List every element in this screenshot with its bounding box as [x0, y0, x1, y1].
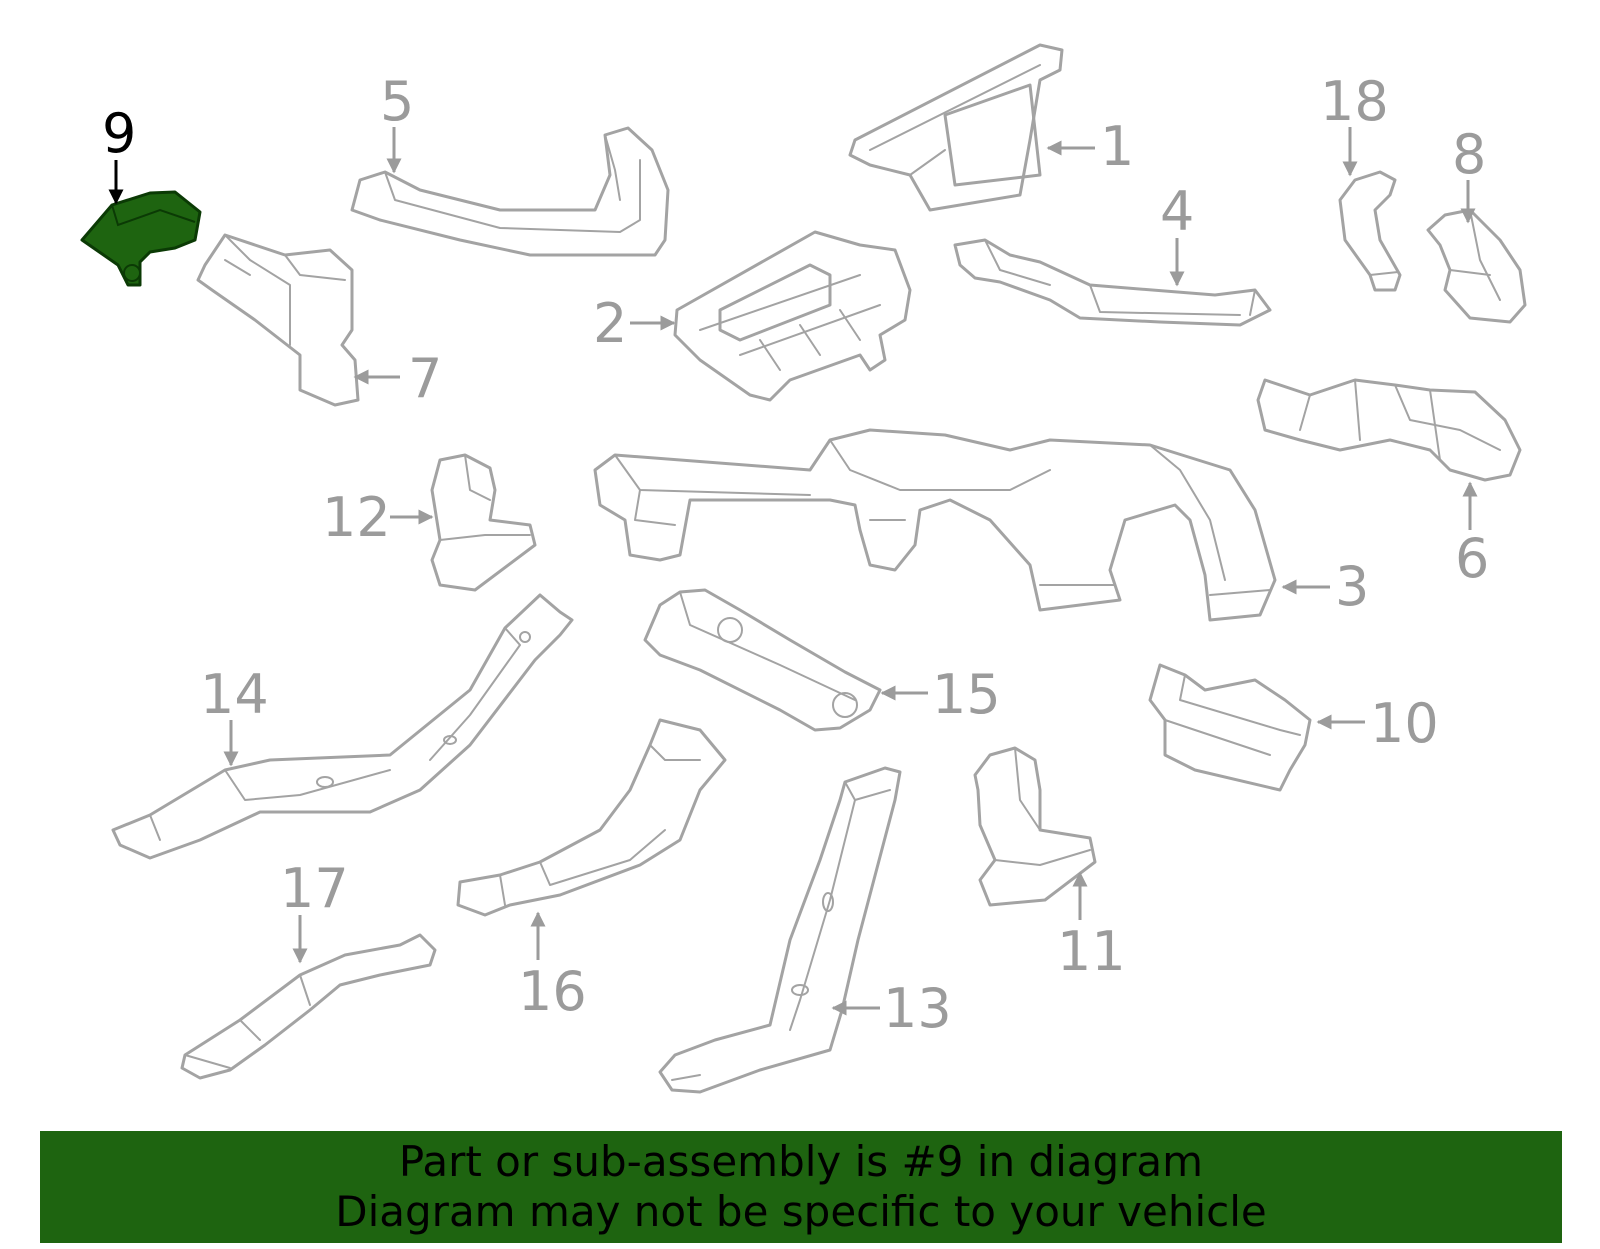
part-17-shape [180, 933, 437, 1080]
banner-line-1: Part or sub-assembly is #9 in diagram [398, 1137, 1204, 1186]
banner-line-2: Diagram may not be specific to your vehi… [335, 1187, 1267, 1236]
callout-leaders [108, 127, 1478, 1016]
callout-6: 6 [1455, 527, 1489, 590]
callout-15: 15 [932, 663, 1001, 726]
callout-8: 8 [1452, 123, 1486, 186]
part-7-shape [196, 233, 360, 407]
callout-3: 3 [1335, 555, 1369, 618]
callout-10: 10 [1370, 692, 1439, 755]
callout-16: 16 [518, 960, 587, 1023]
part-13-shape [658, 766, 902, 1094]
part-15-shape [643, 588, 882, 732]
callout-14: 14 [200, 663, 269, 726]
part-11-shape [973, 746, 1097, 907]
part-1-shape [848, 43, 1064, 212]
callout-11: 11 [1057, 920, 1126, 983]
callout-1: 1 [1100, 115, 1134, 178]
callout-9: 9 [102, 102, 136, 165]
part-4-shape [953, 238, 1272, 327]
callout-12: 12 [322, 486, 391, 549]
part-12-shape [430, 453, 537, 592]
callout-18: 18 [1320, 70, 1389, 133]
part-5-shape [350, 126, 670, 257]
part-18-shape [1338, 170, 1402, 292]
callout-4: 4 [1160, 180, 1194, 243]
callout-numbers: 1 2 3 4 5 6 7 8 9 10 11 12 13 14 15 16 1… [102, 70, 1489, 1040]
info-banner: Part or sub-assembly is #9 in diagram Di… [40, 1131, 1562, 1243]
part-9-shape[interactable] [80, 190, 202, 287]
part-3-shape [593, 428, 1277, 622]
part-2-shape [673, 230, 912, 402]
part-14-shape [111, 593, 574, 860]
callout-2: 2 [593, 292, 627, 355]
part-6-shape [1256, 378, 1522, 482]
part-8-shape [1426, 208, 1527, 324]
parts-diagram: 1 2 3 4 5 6 7 8 9 10 11 12 13 14 15 16 1… [80, 43, 1527, 1094]
callout-7: 7 [408, 347, 442, 410]
part-16-shape [456, 718, 727, 917]
callout-5: 5 [380, 70, 414, 133]
part-10-shape [1148, 663, 1312, 792]
callout-13: 13 [883, 977, 952, 1040]
callout-17: 17 [280, 857, 349, 920]
